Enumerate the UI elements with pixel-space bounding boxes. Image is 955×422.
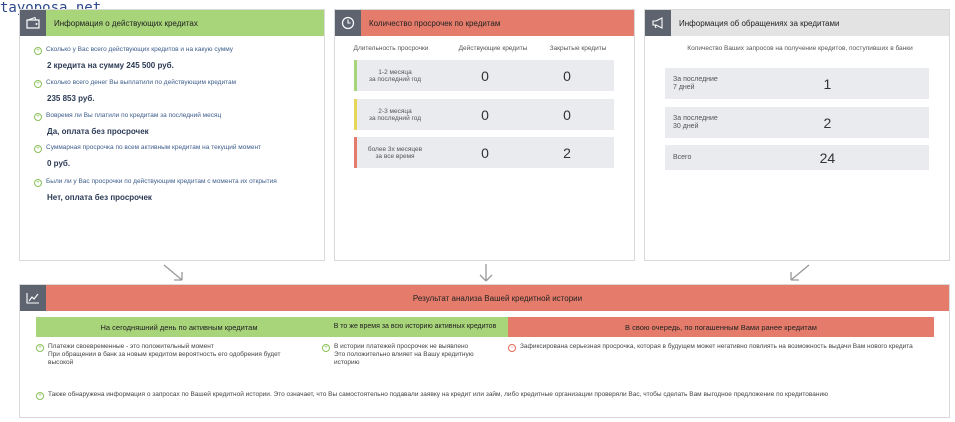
request-row-value: 2 bbox=[823, 114, 832, 131]
requests-subtitle: Количество Ваших запросов на получение к… bbox=[687, 45, 913, 52]
overdue-title: Количество просрочек по кредитам bbox=[369, 18, 501, 28]
answer-text: 0 руб. bbox=[47, 159, 71, 168]
question-text: Вовремя ли Вы платили по кредитам за пос… bbox=[46, 112, 222, 119]
active-credits-title: Информация о действующих кредитах bbox=[54, 18, 198, 28]
request-row-value: 24 bbox=[819, 149, 836, 166]
request-row-value: 1 bbox=[823, 75, 832, 92]
row-active-value: 0 bbox=[481, 106, 489, 123]
col-active-header: Действующие кредиты bbox=[458, 45, 528, 52]
arrow-down-icon bbox=[479, 264, 493, 282]
plus-icon: + bbox=[34, 145, 42, 153]
request-row: Всего 24 bbox=[665, 145, 929, 170]
result-title: Результат анализа Вашей кредитной истори… bbox=[46, 285, 949, 311]
question-text: Суммарная просрочка по всем активным кре… bbox=[46, 144, 262, 151]
megaphone-icon bbox=[645, 10, 671, 36]
question-text: Были ли у Вас просрочки по действующим к… bbox=[46, 178, 277, 185]
row-closed-value: 0 bbox=[563, 67, 571, 84]
plus-icon: + bbox=[34, 179, 42, 187]
overdue-panel: Количество просрочек по кредитам Длитель… bbox=[334, 9, 635, 261]
result-col3-text: −Зафиксирована серьезная просрочка, кото… bbox=[508, 343, 928, 352]
arrow-down-left-icon bbox=[790, 264, 810, 281]
active-credits-list: + Сколько у Вас всего действующих кредито… bbox=[34, 46, 319, 202]
result-footer: +Также обнаружена информация о запросах … bbox=[36, 391, 936, 400]
row-active-value: 0 bbox=[481, 144, 489, 161]
result-col2-title: В то же время за всю историю активных кр… bbox=[322, 317, 508, 337]
answer-text: 235 853 руб. bbox=[47, 94, 95, 103]
plus-icon: + bbox=[36, 392, 44, 400]
requests-title: Информация об обращениях за кредитами bbox=[679, 18, 840, 28]
list-item: + Были ли у Вас просрочки по действующим … bbox=[34, 178, 319, 202]
answer-text: Нет, оплата без просрочек bbox=[47, 193, 152, 202]
list-item: + Суммарная просрочка по всем активным кр… bbox=[34, 144, 319, 178]
active-credits-panel: Информация о действующих кредитах + Сколь… bbox=[19, 9, 325, 261]
row-closed-value: 0 bbox=[563, 106, 571, 123]
requests-panel: Информация об обращениях за кредитами Ко… bbox=[644, 9, 950, 261]
row-active-value: 0 bbox=[481, 67, 489, 84]
chart-icon bbox=[20, 285, 46, 311]
row-closed-value: 2 bbox=[563, 144, 571, 161]
list-item: + Сколько всего денег Вы выплатили по дей… bbox=[34, 79, 319, 112]
arrow-down-right-icon bbox=[163, 264, 183, 281]
result-panel: Результат анализа Вашей кредитной истори… bbox=[19, 284, 950, 418]
result-col3-title: В свою очередь, по погашенным Вами ранее… bbox=[508, 317, 934, 337]
overdue-header: Количество просрочек по кредитам bbox=[335, 10, 634, 36]
request-row-label: Всего bbox=[673, 153, 692, 161]
question-text: Сколько всего денег Вы выплатили по дейс… bbox=[46, 79, 237, 86]
minus-icon: − bbox=[508, 344, 516, 352]
question-text: Сколько у Вас всего действующих кредитов… bbox=[46, 46, 234, 53]
plus-icon: + bbox=[34, 47, 42, 55]
plus-icon: + bbox=[34, 113, 42, 121]
wallet-icon bbox=[20, 10, 46, 36]
plus-icon: + bbox=[34, 80, 42, 88]
col-duration-header: Длительность просрочки bbox=[353, 45, 429, 52]
result-col2-text: +В истории платежей просрочек не выявлен… bbox=[322, 343, 492, 367]
plus-icon: + bbox=[36, 344, 44, 352]
answer-text: Да, оплата без просрочек bbox=[47, 127, 149, 136]
active-credits-header: Информация о действующих кредитах bbox=[20, 10, 324, 36]
clock-icon bbox=[335, 10, 361, 36]
answer-text: 2 кредита на сумму 245 500 руб. bbox=[47, 61, 174, 70]
list-item: + Сколько у Вас всего действующих кредито… bbox=[34, 46, 319, 79]
result-col1-title: На сегодняшний день по активным кредитам bbox=[36, 317, 322, 337]
col-closed-header: Закрытые кредиты bbox=[549, 45, 607, 52]
result-col1-text: +Платежи своевременные - это положительн… bbox=[36, 343, 286, 367]
list-item: + Вовремя ли Вы платили по кредитам за по… bbox=[34, 112, 319, 144]
plus-icon: + bbox=[322, 344, 330, 352]
requests-header: Информация об обращениях за кредитами bbox=[645, 10, 949, 36]
